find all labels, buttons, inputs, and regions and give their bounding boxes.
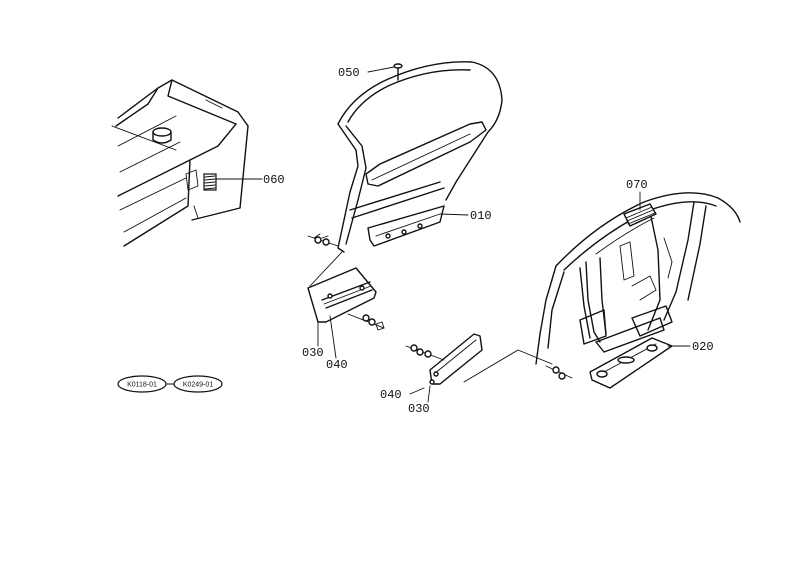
reference-code-2: K0249-01 <box>183 382 213 389</box>
callout-050: 050 <box>338 66 360 80</box>
callout-070: 070 <box>626 178 648 192</box>
reference-ovals: K0118-01 K0249-01 <box>117 375 223 393</box>
right-fender <box>535 191 741 389</box>
callout-040-left: 040 <box>326 358 348 372</box>
reference-code-1: K0118-01 <box>127 382 157 389</box>
callout-060: 060 <box>263 173 285 187</box>
callout-030-right: 030 <box>408 402 430 416</box>
callout-020: 020 <box>692 340 714 354</box>
callout-010: 010 <box>470 209 492 223</box>
callout-030-left: 030 <box>302 346 324 360</box>
left-fender <box>307 61 503 253</box>
right-bracket-plate <box>405 333 553 403</box>
callout-040-right: 040 <box>380 388 402 402</box>
tractor-body <box>111 79 249 247</box>
part-060-plate <box>203 173 263 191</box>
left-bracket-plate <box>307 251 385 359</box>
